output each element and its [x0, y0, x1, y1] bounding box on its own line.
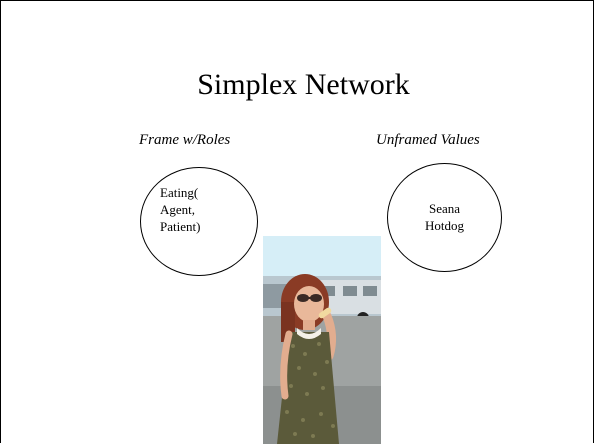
frame-heading: Frame w/Roles [139, 132, 231, 148]
value-line: Seana [428, 201, 461, 216]
frame-node: Eating( Agent, Patient) [140, 167, 258, 276]
unframed-heading: Unframed Values [376, 132, 480, 148]
photo-illustration [263, 236, 381, 444]
values-node-text: Seana Hotdog [388, 200, 501, 234]
values-node: Seana Hotdog [387, 163, 502, 272]
frame-line: Patient) [160, 219, 201, 234]
frame-node-text: Eating( Agent, Patient) [160, 184, 200, 235]
value-line: Hotdog [425, 218, 464, 233]
photo-woman-eating-hotdog [263, 236, 381, 444]
slide-title: Simplex Network [197, 68, 410, 101]
frame-line: Eating( [160, 185, 199, 200]
frame-line: Agent, [160, 202, 196, 217]
